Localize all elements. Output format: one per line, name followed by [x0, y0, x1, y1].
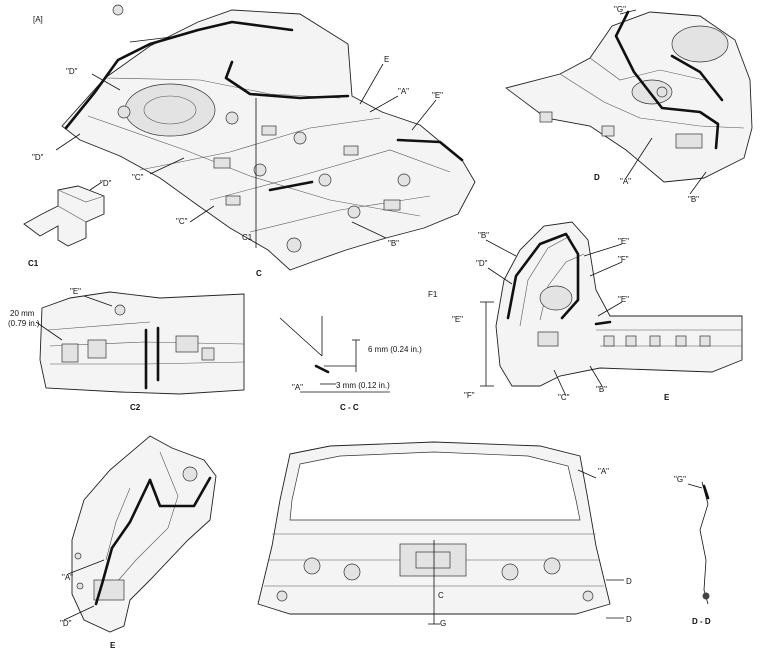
label-c-lower: "C" — [176, 217, 188, 226]
view-caption-e: E — [110, 641, 116, 650]
view-caption-d: D — [594, 173, 600, 182]
label-e-left: "E" — [452, 315, 463, 324]
view-caption-c-c: C - C — [340, 403, 359, 412]
label-a: "A" — [292, 383, 303, 392]
back-door-front-view: "A" C D D G — [257, 441, 632, 628]
wheel-house-view: "G" "A" "B" D — [504, 5, 753, 204]
view-caption-c1: C1 — [28, 259, 39, 268]
section-d-d: "G" D - D — [674, 475, 711, 626]
view-tag-a: [A] — [33, 15, 43, 24]
label-f-lower: "F" — [464, 391, 475, 400]
label-e: "E" — [432, 91, 443, 100]
quarter-panel-view: F1 "B" "D" "E" "F" "E" "E" "F" "C" — [428, 221, 743, 402]
section-mark-d-upper: D — [626, 577, 632, 586]
rear-end-detail-c2: 20 mm (0.79 in.) "E" C2 — [8, 287, 245, 412]
view-tag-f1: F1 — [428, 290, 438, 299]
section-mark-g: G — [440, 619, 446, 628]
label-f-upper: "F" — [618, 255, 629, 264]
clip-detail-c1: "D" C1 — [23, 179, 112, 268]
label-e-right: "E" — [618, 295, 629, 304]
label-a: "A" — [598, 467, 609, 476]
floor-pan-view: [A] — [32, 4, 476, 278]
section-mark-e: E — [384, 55, 389, 64]
section-mark-d-lower: D — [626, 615, 632, 624]
label-g: "G" — [674, 475, 686, 484]
label-c: "C" — [558, 393, 570, 402]
section-mark-c1: C1 — [242, 233, 253, 242]
label-a: "A" — [62, 573, 73, 582]
view-caption-e-quarter: E — [664, 393, 670, 402]
view-caption-c: C — [256, 269, 262, 278]
section-c-c: 6 mm (0.24 in.) 3 mm (0.12 in.) "A" C - … — [279, 316, 422, 412]
label-b-top: "B" — [478, 231, 489, 240]
label-d: "D" — [60, 619, 72, 628]
view-caption-d-d: D - D — [692, 617, 711, 626]
section-mark-c: C — [438, 591, 444, 600]
label-d: "D" — [100, 179, 112, 188]
dimension-20mm: 20 mm — [10, 309, 35, 318]
label-e-upper: "E" — [618, 237, 629, 246]
back-door-side-view: "A" "D" E — [60, 435, 217, 650]
dimension-20mm-inch: (0.79 in.) — [8, 319, 40, 328]
label-c-upper: "C" — [132, 173, 144, 182]
label-b: "B" — [388, 239, 399, 248]
label-d-lower: "D" — [32, 153, 44, 162]
label-a: "A" — [620, 177, 631, 186]
label-g: "G" — [614, 5, 626, 14]
label-d-upper: "D" — [66, 67, 78, 76]
label-e: "E" — [70, 287, 81, 296]
dimension-6mm: 6 mm (0.24 in.) — [368, 345, 422, 354]
label-d: "D" — [476, 259, 488, 268]
label-b: "B" — [688, 195, 699, 204]
dimension-3mm: 3 mm (0.12 in.) — [336, 381, 390, 390]
label-a: "A" — [398, 87, 409, 96]
label-b-lower: "B" — [596, 385, 607, 394]
view-caption-c2: C2 — [130, 403, 141, 412]
